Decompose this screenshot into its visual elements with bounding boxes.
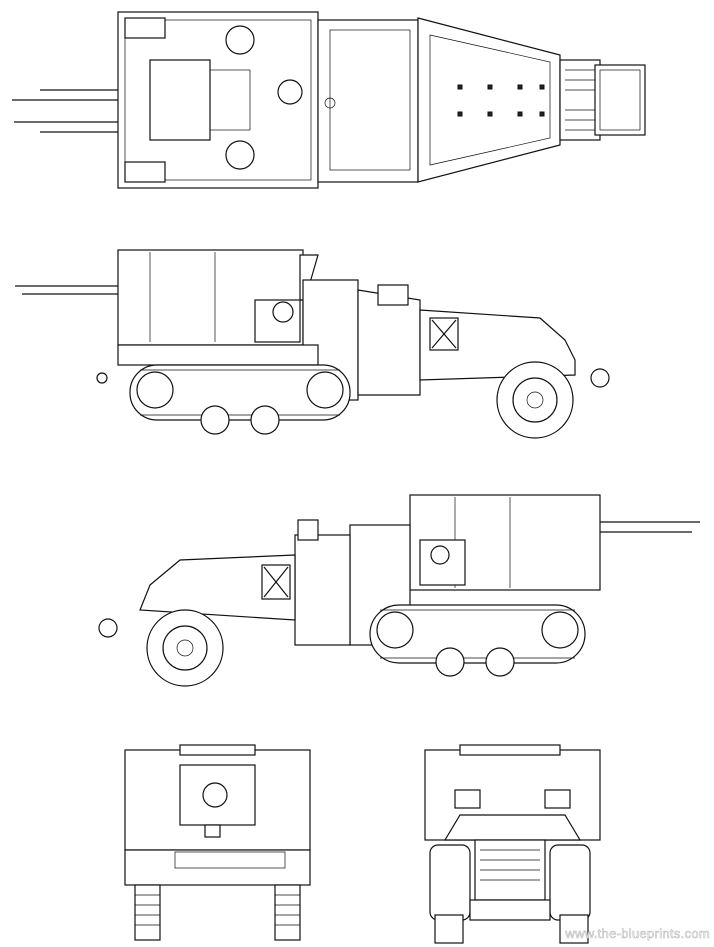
right-side-view: [98, 494, 700, 687]
top-view: [12, 11, 646, 189]
rear-view: [124, 744, 311, 941]
left-side-view: [15, 249, 610, 439]
front-view: [424, 744, 601, 944]
watermark-text: www.the-blueprints.com: [565, 926, 710, 942]
